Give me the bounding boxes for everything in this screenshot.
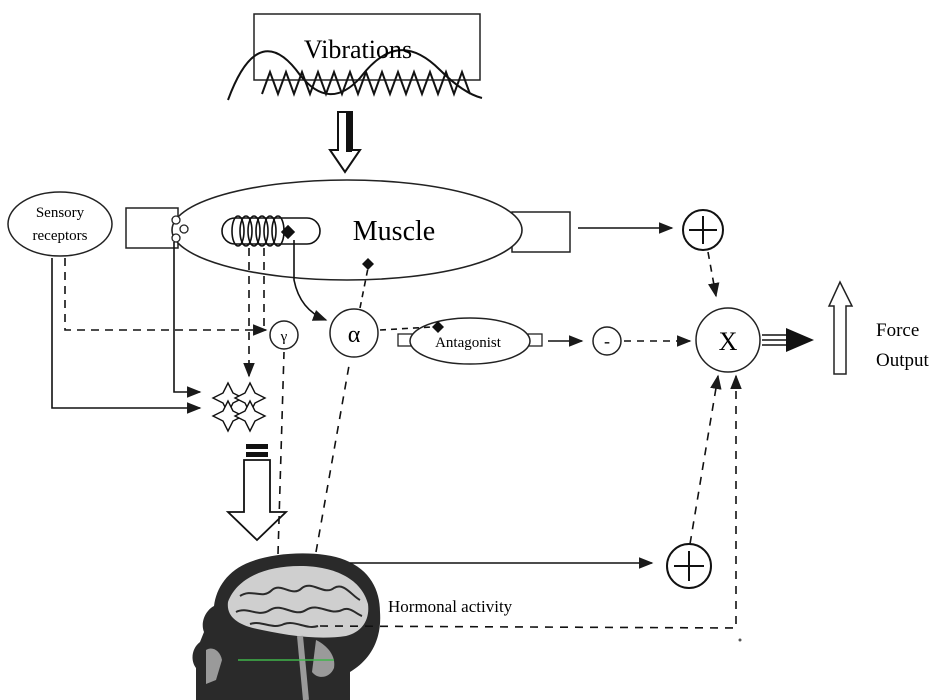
vibration-arrow-icon	[330, 112, 360, 172]
minus-label: -	[604, 331, 610, 351]
sensory-line-1: Sensory	[36, 205, 85, 221]
vibrations-box: Vibrations	[228, 14, 482, 100]
gamma-label: γ	[280, 329, 288, 345]
tendon-left	[126, 208, 178, 248]
antagonist: Antagonist	[398, 318, 542, 364]
hormonal-label: Hormonal activity	[388, 597, 513, 616]
down-arrow-icon	[228, 444, 286, 540]
minus-circle-icon: -	[593, 327, 621, 355]
coil-icon	[222, 216, 320, 246]
force-line-1: Force	[876, 320, 919, 341]
hollow-arrow-icon	[829, 282, 852, 374]
force-arrow-icon	[762, 328, 814, 352]
plus-circle-icon	[683, 210, 723, 250]
muscle-label: Muscle	[353, 216, 435, 247]
multiply-node: X	[696, 308, 760, 372]
star-node-icon	[213, 383, 265, 431]
scan-dot	[739, 639, 742, 642]
muscle: Muscle	[126, 180, 570, 280]
vibrations-label: Vibrations	[304, 35, 412, 64]
multiply-label: X	[719, 327, 738, 356]
sensory-receptors: Sensory receptors	[8, 192, 112, 256]
alpha-label: α	[348, 322, 361, 348]
antagonist-label: Antagonist	[435, 335, 502, 351]
force-line-2: Output	[876, 350, 930, 371]
alpha-node: α	[330, 309, 378, 357]
plus-circle-bottom-icon	[667, 544, 711, 588]
sensory-line-2: receptors	[33, 228, 88, 244]
gamma-node: γ	[270, 321, 298, 349]
